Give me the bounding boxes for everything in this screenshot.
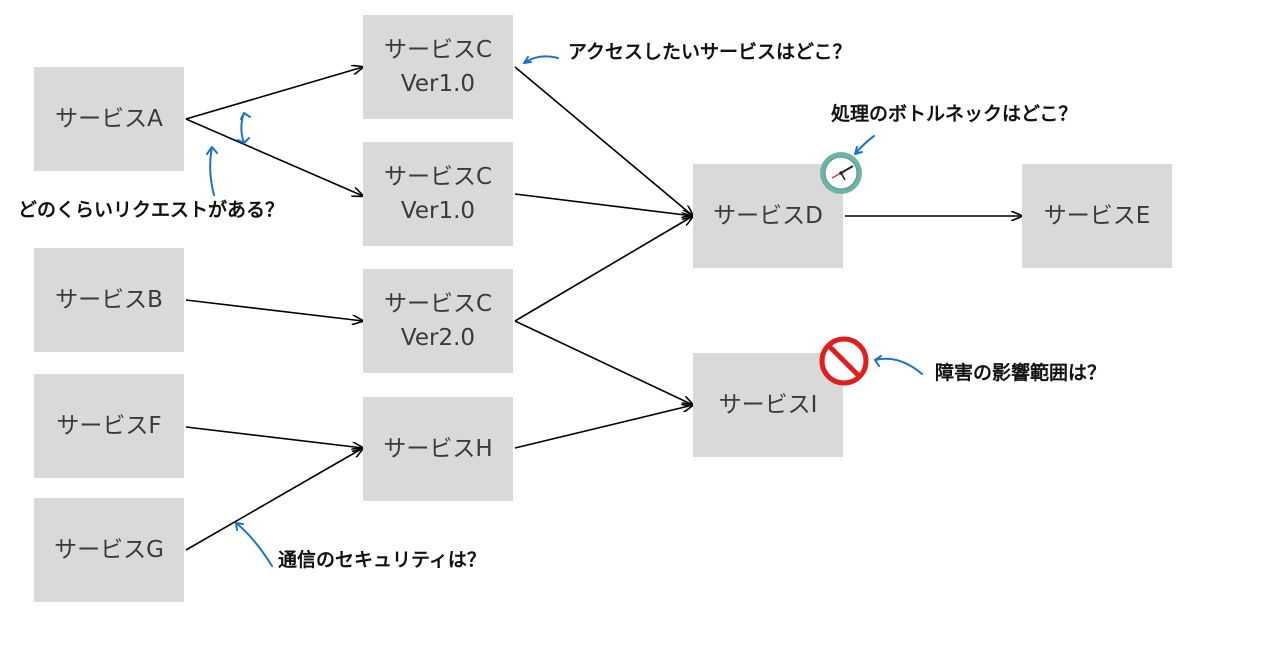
node-service-h: サービスH <box>363 397 513 501</box>
node-service-e: サービスE <box>1022 164 1172 268</box>
node-service-i: サービスI <box>693 353 843 457</box>
node-service-g: サービスG <box>34 498 184 602</box>
node-label: サービスG <box>54 537 164 563</box>
node-service-c-v1-top: サービスC Ver1.0 <box>363 15 513 119</box>
node-service-a: サービスA <box>34 67 184 171</box>
node-label: サービスE <box>1043 203 1151 229</box>
pointer-requests <box>206 146 218 196</box>
node-label: サービスB <box>55 287 163 313</box>
node-service-c-v1-bottom: サービスC Ver1.0 <box>363 142 513 246</box>
node-label: サービスA <box>55 106 163 132</box>
arrow-g-to-h <box>185 448 363 551</box>
clock-icon <box>820 152 862 194</box>
node-version: Ver1.0 <box>400 71 476 97</box>
node-version: Ver2.0 <box>400 325 476 351</box>
arrow-f-to-h <box>185 426 363 448</box>
arrow-a-to-c2 <box>185 118 363 196</box>
node-service-c-v2: サービスC Ver2.0 <box>363 269 513 373</box>
pointer-security <box>235 522 273 567</box>
arrow-b-to-c3 <box>185 299 363 321</box>
node-label: サービスC <box>383 164 493 190</box>
node-label: サービスF <box>56 413 162 439</box>
prohibited-icon <box>819 336 869 386</box>
arrow-c2-to-d <box>514 193 693 216</box>
node-label: サービスC <box>383 291 493 317</box>
annotation-bottleneck: 処理のボトルネックはどこ？ <box>831 103 1078 125</box>
node-label: サービスH <box>383 436 493 462</box>
node-label: サービスI <box>718 392 818 418</box>
pointer-request-count <box>237 112 251 144</box>
node-service-f: サービスF <box>34 374 184 478</box>
annotation-requests: どのくらいリクエストがある？ <box>18 199 285 221</box>
arrow-a-to-c1 <box>185 67 363 120</box>
pointer-access <box>523 55 559 64</box>
node-label: サービスD <box>713 203 823 229</box>
node-version: Ver1.0 <box>400 198 476 224</box>
node-service-b: サービスB <box>34 248 184 352</box>
pointer-bottleneck <box>854 135 875 155</box>
annotation-access: アクセスしたいサービスはどこ？ <box>568 41 852 63</box>
pointer-impact <box>874 355 923 375</box>
annotation-impact: 障害の影響範囲は？ <box>935 362 1107 384</box>
annotation-security: 通信のセキュリティは？ <box>278 549 486 571</box>
arrow-c3-to-i <box>514 320 693 405</box>
arrow-c1-to-d <box>514 66 693 216</box>
arrow-h-to-i <box>514 405 693 449</box>
node-service-d: サービスD <box>693 164 843 268</box>
arrow-c3-to-d <box>514 216 693 322</box>
node-label: サービスC <box>383 37 493 63</box>
